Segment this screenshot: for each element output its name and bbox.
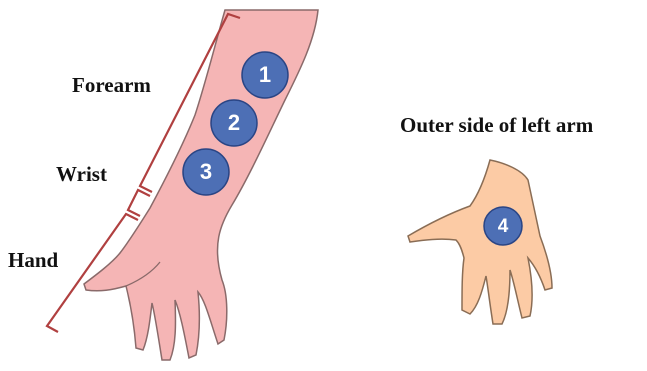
label-wrist: Wrist: [56, 164, 107, 185]
marker-1-number: 1: [259, 62, 271, 87]
label-forearm: Forearm: [72, 75, 151, 96]
outer-left-hand-illustration: [408, 160, 552, 324]
label-hand: Hand: [8, 250, 58, 271]
marker-4-number: 4: [498, 216, 509, 237]
marker-2-number: 2: [228, 110, 240, 135]
marker-3-number: 3: [200, 159, 212, 184]
outer-hand-shape: [408, 160, 552, 324]
label-outer-side-of-left-arm: Outer side of left arm: [400, 115, 593, 136]
